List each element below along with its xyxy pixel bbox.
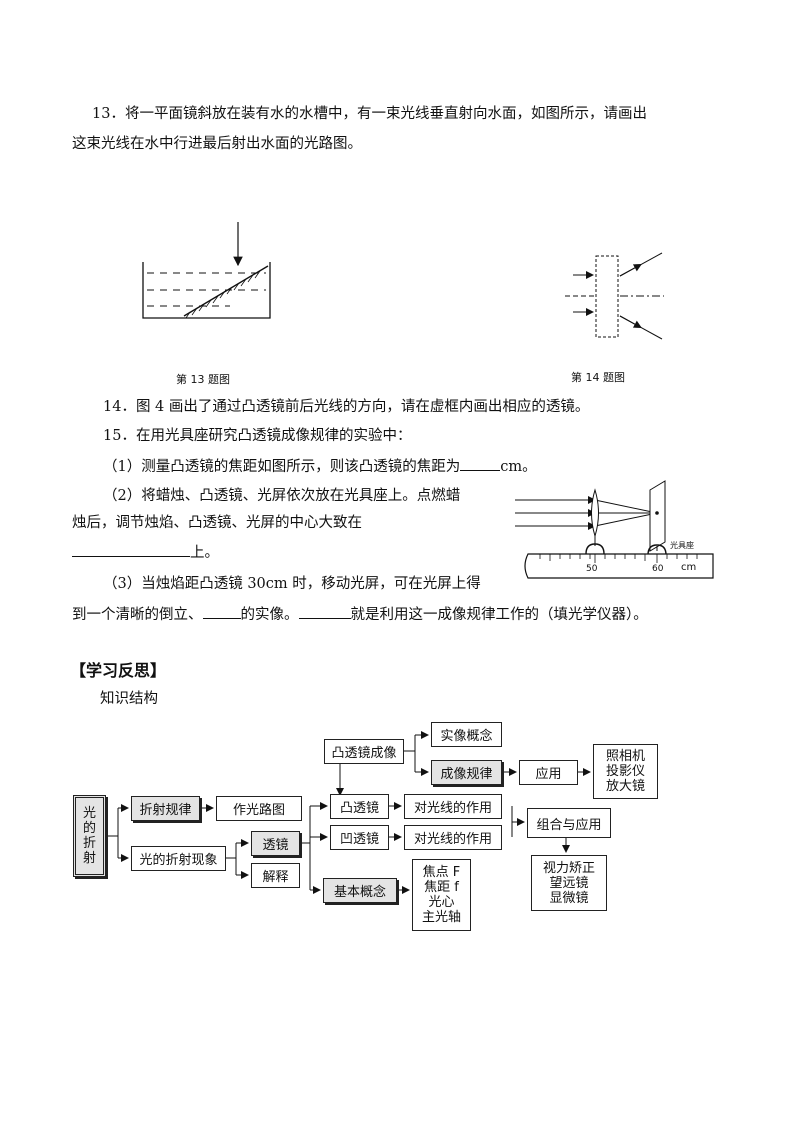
- q15-part3-line2: 到一个清晰的倒立、 的实像。 就是利用这一成像规律工作的（填光学仪器）。: [72, 604, 648, 625]
- instrument-blank[interactable]: [298, 604, 351, 619]
- combo-box: 组合与应用: [527, 808, 611, 838]
- application-box: 应用: [519, 760, 578, 785]
- q15-part3-b: 的实像。: [240, 607, 299, 623]
- q15-part3-line1: （3）当烛焰距凸透镜 30cm 时，移动光屏，可在光屏上得: [103, 576, 481, 592]
- convex-box: 凸透镜: [330, 794, 389, 819]
- basic-concepts-box: 基本概念: [323, 878, 397, 903]
- diagram-connectors: [106, 731, 591, 894]
- instruments-box: 照相机 投影仪 放大镜: [593, 744, 658, 799]
- fig14-diagram: [565, 252, 664, 340]
- concepts-box: 焦点 F 焦距 f 光心 主光轴: [412, 859, 471, 931]
- bench-mark-50: 50: [586, 564, 598, 574]
- convex-imaging-box: 凸透镜成像: [324, 739, 404, 764]
- q15-part2-line3: 上。: [72, 542, 219, 563]
- lens-box: 透镜: [251, 831, 300, 856]
- q15-part2-end: 上。: [190, 545, 219, 561]
- q15-part3-c: 就是利用这一成像规律工作的（填光学仪器）。: [350, 607, 648, 623]
- refraction-law-box: 折射规律: [131, 796, 200, 821]
- root-box: 光 的 折 射: [73, 795, 106, 877]
- fig14-caption: 第 14 题图: [571, 371, 625, 384]
- q13-line1: 13．将一平面镜斜放在装有水的水槽中，有一束光线垂直射向水面，如图所示，请画出: [92, 106, 647, 122]
- q15-part2-line1: （2）将蜡烛、凸透镜、光屏依次放在光具座上。点燃蜡: [103, 488, 461, 504]
- q15-intro: 15．在用光具座研究凸透镜成像规律的实验中：: [103, 428, 412, 444]
- q15-part1: （1）测量凸透镜的焦距如图所示，则该凸透镜的焦距为 cm。: [103, 456, 537, 477]
- q13-line2: 这束光线在水中行进最后射出水面的光路图。: [72, 136, 362, 152]
- explain-box: 解释: [251, 863, 300, 888]
- vision-box: 视力矫正 望远镜 显微镜: [531, 855, 607, 911]
- q14-text: 14．图 4 画出了通过凸透镜前后光线的方向，请在虚框内画出相应的透镜。: [103, 399, 590, 415]
- subtitle: 知识结构: [100, 691, 158, 707]
- image-size-blank[interactable]: [202, 604, 241, 619]
- phenomena-box: 光的折射现象: [131, 846, 226, 871]
- optical-bench-figure: [515, 480, 714, 579]
- concave-effect-box: 对光线的作用: [404, 825, 502, 850]
- center-height-blank[interactable]: [72, 542, 190, 557]
- q15-part3-a: 到一个清晰的倒立、: [72, 607, 203, 623]
- q15-part1-unit: cm。: [500, 459, 537, 475]
- section-title: 【学习反思】: [70, 661, 167, 680]
- fig13-caption: 第 13 题图: [176, 373, 230, 386]
- concave-box: 凹透镜: [330, 825, 389, 850]
- bench-mark-60: 60: [652, 564, 664, 574]
- draw-path-box: 作光路图: [216, 796, 302, 821]
- fig13-diagram: [142, 222, 271, 319]
- convex-effect-box: 对光线的作用: [404, 794, 502, 819]
- real-image-box: 实像概念: [431, 722, 502, 747]
- focal-length-blank[interactable]: [460, 456, 501, 471]
- bench-unit: cm: [681, 562, 697, 573]
- imaging-law-box: 成像规律: [431, 760, 502, 785]
- q15-part1-text: （1）测量凸透镜的焦距如图所示，则该凸透镜的焦距为: [103, 459, 461, 475]
- bench-label: 光具座: [670, 541, 694, 550]
- q15-part2-line2: 烛后，调节烛焰、凸透镜、光屏的中心大致在: [72, 515, 362, 531]
